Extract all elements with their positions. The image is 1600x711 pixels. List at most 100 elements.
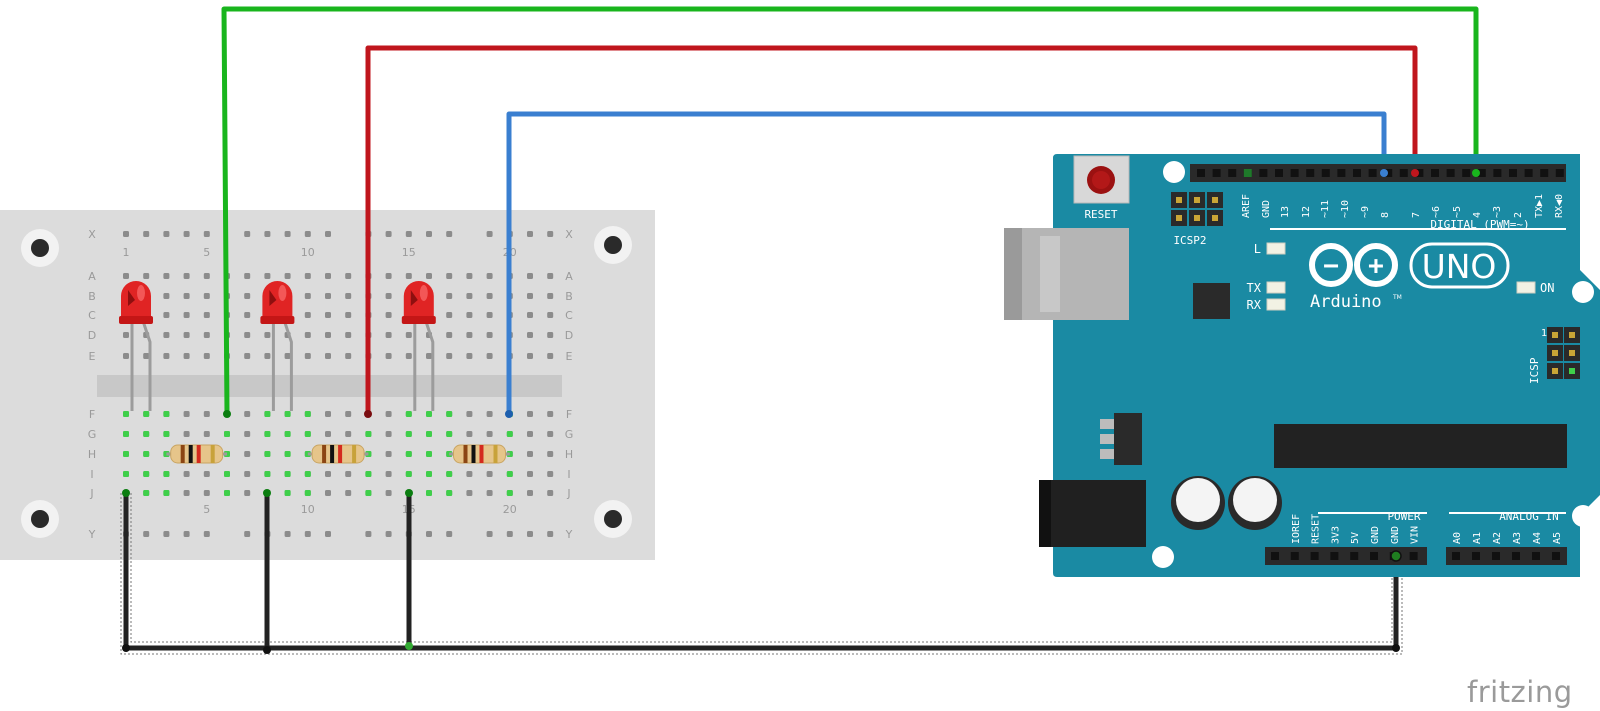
- header-socket[interactable]: [1552, 552, 1560, 560]
- rail-hole[interactable]: [325, 231, 331, 237]
- breadboard-hole[interactable]: [345, 273, 352, 279]
- breadboard-hole[interactable]: [163, 273, 170, 279]
- breadboard-hole[interactable]: [325, 490, 331, 496]
- breadboard-hole[interactable]: [486, 353, 493, 359]
- breadboard-hole[interactable]: [486, 490, 493, 496]
- breadboard-hole[interactable]: [244, 451, 251, 457]
- header-socket[interactable]: [1275, 169, 1283, 177]
- header-socket[interactable]: [1310, 552, 1319, 560]
- header-socket[interactable]: [1370, 552, 1378, 560]
- rail-hole[interactable]: [143, 231, 150, 237]
- red-led[interactable]: [401, 281, 436, 411]
- breadboard-hole[interactable]: [486, 431, 493, 437]
- header-socket[interactable]: [1415, 169, 1424, 177]
- reset-button[interactable]: [1073, 155, 1130, 204]
- breadboard-hole[interactable]: [325, 273, 331, 279]
- breadboard-hole[interactable]: [203, 490, 210, 496]
- breadboard-hole[interactable]: [304, 332, 311, 338]
- breadboard-hole[interactable]: [183, 431, 190, 437]
- breadboard-hole[interactable]: [385, 273, 392, 279]
- breadboard-hole[interactable]: [345, 490, 352, 496]
- rail-hole[interactable]: [527, 231, 533, 237]
- breadboard-hole[interactable]: [466, 312, 473, 318]
- rail-hole[interactable]: [426, 231, 432, 237]
- breadboard-hole[interactable]: [446, 353, 453, 359]
- header-socket[interactable]: [1271, 552, 1279, 560]
- breadboard-hole[interactable]: [163, 332, 170, 338]
- breadboard-hole[interactable]: [244, 293, 251, 299]
- breadboard-hole[interactable]: [264, 273, 271, 279]
- header-socket[interactable]: [1212, 169, 1221, 177]
- header-socket[interactable]: [1330, 552, 1339, 560]
- breadboard-hole[interactable]: [264, 332, 271, 338]
- breadboard-hole[interactable]: [244, 312, 251, 318]
- header-socket[interactable]: [1446, 169, 1455, 177]
- wire-blue[interactable]: [506, 111, 1387, 414]
- breadboard-hole[interactable]: [486, 293, 493, 299]
- breadboard-hole[interactable]: [385, 471, 392, 477]
- breadboard-hole[interactable]: [345, 293, 352, 299]
- rail-hole[interactable]: [325, 531, 331, 537]
- breadboard-hole[interactable]: [486, 332, 493, 338]
- header-socket[interactable]: [1555, 169, 1564, 177]
- header-socket[interactable]: [1350, 552, 1359, 560]
- breadboard-hole[interactable]: [203, 471, 210, 477]
- breadboard-hole[interactable]: [203, 293, 210, 299]
- rail-hole[interactable]: [365, 531, 372, 537]
- resistor[interactable]: [307, 444, 369, 464]
- rail-hole[interactable]: [284, 531, 291, 537]
- header-socket[interactable]: [1337, 169, 1346, 177]
- breadboard-hole[interactable]: [547, 353, 554, 359]
- header-socket[interactable]: [1368, 169, 1377, 177]
- breadboard-hole[interactable]: [446, 293, 453, 299]
- breadboard-hole[interactable]: [345, 353, 352, 359]
- header-socket[interactable]: [1524, 169, 1533, 177]
- breadboard-hole[interactable]: [203, 332, 210, 338]
- breadboard-hole[interactable]: [325, 332, 331, 338]
- wire-red[interactable]: [365, 45, 1418, 414]
- red-led[interactable]: [260, 281, 295, 411]
- breadboard-hole[interactable]: [527, 431, 533, 437]
- header-socket[interactable]: [1399, 169, 1408, 177]
- breadboard-hole[interactable]: [123, 353, 129, 359]
- header-socket[interactable]: [1228, 169, 1237, 177]
- resistor[interactable]: [449, 444, 510, 464]
- rail-hole[interactable]: [244, 231, 251, 237]
- breadboard-hole[interactable]: [345, 332, 352, 338]
- breadboard-hole[interactable]: [264, 353, 271, 359]
- wire-ground[interactable]: [123, 493, 1399, 651]
- breadboard-hole[interactable]: [304, 293, 311, 299]
- red-led[interactable]: [119, 281, 153, 411]
- breadboard-hole[interactable]: [446, 332, 453, 338]
- rail-hole[interactable]: [405, 231, 412, 237]
- rail-hole[interactable]: [183, 531, 190, 537]
- breadboard-hole[interactable]: [183, 332, 190, 338]
- header-socket[interactable]: [1472, 552, 1480, 560]
- breadboard-hole[interactable]: [486, 273, 493, 279]
- breadboard-hole[interactable]: [244, 471, 251, 477]
- breadboard-hole[interactable]: [446, 273, 453, 279]
- breadboard-hole[interactable]: [244, 490, 251, 496]
- breadboard-hole[interactable]: [426, 353, 432, 359]
- breadboard-hole[interactable]: [547, 312, 554, 318]
- breadboard-hole[interactable]: [183, 490, 190, 496]
- rail-hole[interactable]: [163, 231, 170, 237]
- breadboard-hole[interactable]: [466, 411, 473, 417]
- breadboard-hole[interactable]: [325, 471, 331, 477]
- breadboard-hole[interactable]: [325, 431, 331, 437]
- breadboard-hole[interactable]: [527, 332, 533, 338]
- breadboard-hole[interactable]: [203, 431, 210, 437]
- header-socket[interactable]: [1512, 552, 1520, 560]
- breadboard-hole[interactable]: [244, 332, 251, 338]
- breadboard-hole[interactable]: [527, 490, 533, 496]
- breadboard-hole[interactable]: [244, 431, 251, 437]
- breadboard-hole[interactable]: [183, 353, 190, 359]
- header-socket[interactable]: [1493, 169, 1502, 177]
- breadboard-hole[interactable]: [163, 353, 170, 359]
- rail-hole[interactable]: [163, 531, 170, 537]
- breadboard-hole[interactable]: [284, 353, 291, 359]
- breadboard-hole[interactable]: [244, 411, 251, 417]
- rail-hole[interactable]: [183, 231, 190, 237]
- breadboard-hole[interactable]: [345, 411, 352, 417]
- breadboard-hole[interactable]: [385, 353, 392, 359]
